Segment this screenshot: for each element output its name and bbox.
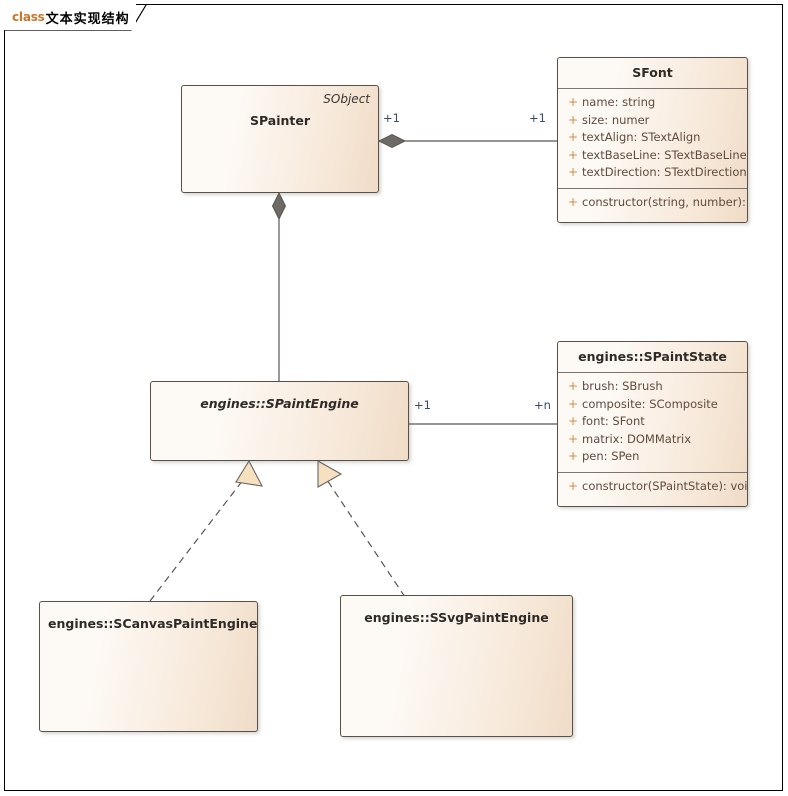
visibility-marker: + [567, 130, 579, 144]
visibility-marker: + [567, 396, 579, 411]
attribute-row: + brush: SBrush [558, 378, 747, 396]
attribute-row: + pen: SPen [558, 448, 747, 466]
class-name-spaintstate: engines::SPaintState [578, 349, 727, 364]
class-stereotype-sobject: SObject [323, 92, 370, 106]
visibility-marker: + [567, 112, 579, 127]
visibility-marker: + [567, 147, 579, 162]
attribute-text: textBaseLine: STextBaseLine [582, 147, 747, 162]
visibility-marker: + [567, 95, 579, 109]
class-name-spaintengine: engines::SPaintEngine [200, 396, 359, 411]
operation-text: constructor(SPaintState): void [582, 478, 748, 493]
compartment-divider [558, 372, 747, 373]
visibility-marker: + [567, 478, 579, 493]
compartment-divider [558, 471, 747, 473]
multiplicity-spainter-sfont-target: +1 [529, 111, 546, 125]
operation-row: + constructor(SPaintState): void [558, 478, 747, 496]
attribute-row: + textDirection: STextDirection [558, 164, 747, 182]
diagram-frame [4, 4, 783, 791]
attribute-text: composite: SComposite [582, 396, 718, 411]
frame-tab-outline [4, 4, 147, 31]
attribute-row: + composite: SComposite [558, 396, 747, 414]
visibility-marker: + [567, 165, 579, 179]
class-name-sfont: SFont [632, 65, 673, 80]
visibility-marker: + [567, 379, 579, 393]
attribute-text: brush: SBrush [582, 379, 663, 393]
attribute-row: + name: string [558, 94, 747, 112]
operation-row: + constructor(string, number): void [558, 194, 747, 212]
attribute-compartment-sfont: + name: string + size: numer + textAlign… [558, 89, 747, 188]
attribute-text: pen: SPen [582, 449, 640, 463]
operation-text: constructor(string, number): void [582, 194, 747, 209]
attribute-compartment-spaintstate: + brush: SBrush + composite: SComposite … [558, 373, 747, 472]
class-box-spainter[interactable]: SObject SPainter [181, 85, 379, 193]
attribute-row: + matrix: DOMMatrix [558, 431, 747, 449]
frame-tab: class 文本实现结构 [4, 4, 136, 30]
attribute-text: font: SFont [582, 414, 645, 428]
multiplicity-spaintengine-spaintstate-target: +n [534, 398, 551, 412]
attribute-row: + font: SFont [558, 413, 747, 431]
operation-compartment-spaintstate: + constructor(SPaintState): void [558, 473, 747, 502]
attribute-text: matrix: DOMMatrix [582, 431, 692, 446]
class-box-spaintstate[interactable]: engines::SPaintState + brush: SBrush + c… [557, 341, 748, 507]
visibility-marker: + [567, 414, 579, 428]
attribute-text: textDirection: STextDirection [582, 165, 747, 179]
class-name-spainter: SPainter [249, 113, 311, 128]
attribute-row: + textBaseLine: STextBaseLine [558, 147, 747, 165]
class-box-ssvgpaintengine[interactable]: engines::SSvgPaintEngine [340, 595, 573, 737]
operation-compartment-sfont: + constructor(string, number): void [558, 189, 747, 218]
attribute-row: + size: numer [558, 112, 747, 130]
visibility-marker: + [567, 449, 579, 463]
class-box-spaintengine[interactable]: engines::SPaintEngine [150, 381, 409, 461]
multiplicity-spainter-sfont-source: +1 [383, 111, 400, 125]
class-box-sfont[interactable]: SFont + name: string + size: numer + tex… [557, 57, 748, 223]
attribute-text: name: string [582, 95, 656, 109]
visibility-marker: + [567, 194, 579, 209]
frame-tab-kind: class [12, 10, 45, 24]
multiplicity-spaintengine-spaintstate-source: +1 [414, 398, 431, 412]
frame-tab-name: 文本实现结构 [45, 11, 130, 27]
compartment-divider [558, 88, 747, 89]
visibility-marker: + [567, 431, 579, 446]
attribute-text: textAlign: STextAlign [582, 130, 701, 144]
attribute-row: + textAlign: STextAlign [558, 129, 747, 147]
compartment-divider [558, 187, 747, 189]
class-box-scanvaspaintengine[interactable]: engines::SCanvasPaintEngine [39, 601, 258, 732]
class-name-scanvaspaintengine: engines::SCanvasPaintEngine [48, 616, 258, 631]
class-name-ssvgpaintengine: engines::SSvgPaintEngine [364, 610, 549, 625]
attribute-text: size: numer [582, 112, 650, 127]
